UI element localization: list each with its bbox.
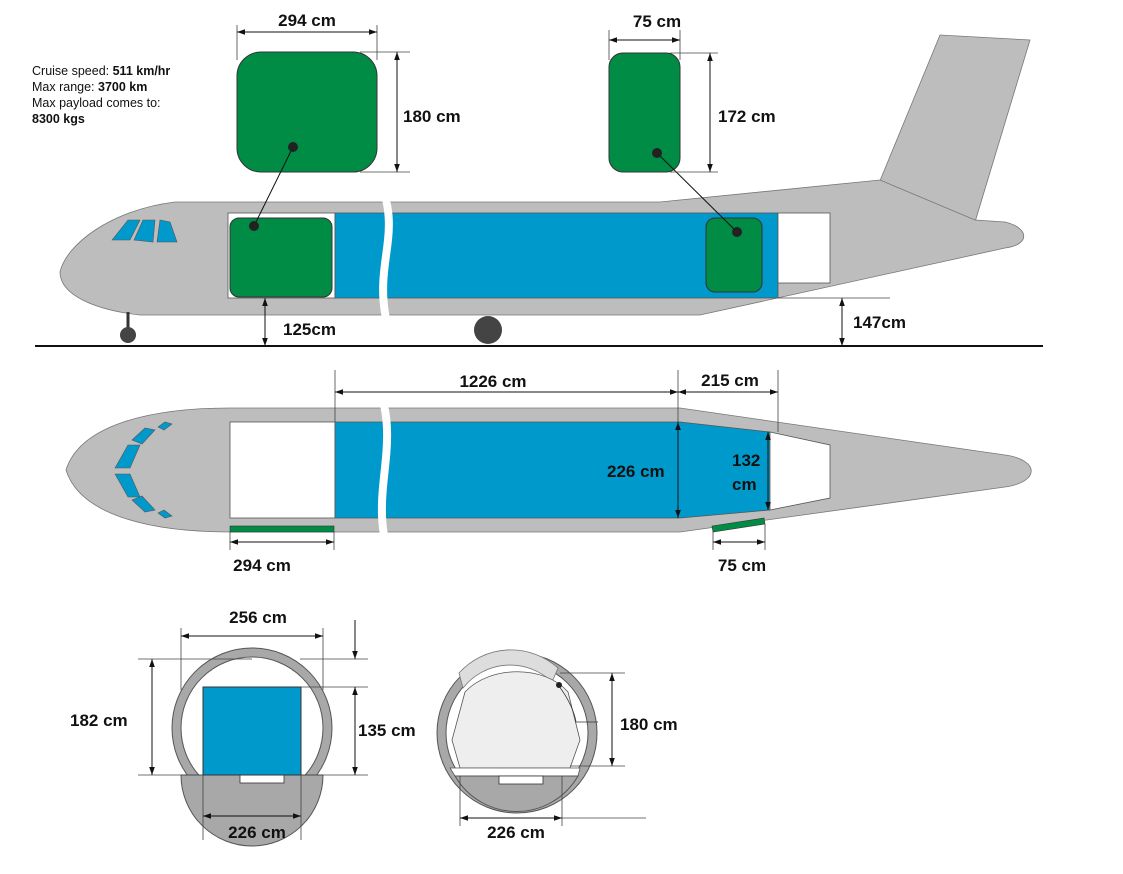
cruise-label: Cruise speed:	[32, 64, 110, 78]
hold-width: 226 cm	[607, 462, 665, 481]
front-container-side	[229, 217, 333, 298]
plan-view: 1226 cm 215 cm 226 cm 132 cm 294 cm 75 c…	[65, 370, 1032, 575]
section2-height: 180 cm	[620, 715, 678, 734]
section-container	[202, 686, 302, 776]
section-container-height: 135 cm	[358, 721, 416, 740]
side-view: 294 cm 180 cm 75 cm 172 cm 125cm 147cm	[35, 11, 1043, 347]
rear-container-width: 75 cm	[633, 12, 681, 31]
rear-sill-height: 147cm	[853, 313, 906, 332]
main-wheel	[474, 316, 502, 344]
cargo-hold-side	[334, 212, 779, 299]
cruise-value: 511 km/hr	[112, 64, 171, 78]
section-height: 182 cm	[70, 711, 128, 730]
front-door-marker	[229, 525, 335, 533]
cross-section-container: 256 cm 182 cm 135 cm 226 cm	[70, 608, 416, 847]
front-sill-height: 125cm	[283, 320, 336, 339]
payload-label: Max payload comes to:	[32, 96, 161, 110]
rear-container	[608, 52, 681, 173]
break-line	[379, 200, 393, 318]
range-value: 3700 km	[98, 80, 148, 94]
rear-hold-length: 215 cm	[701, 371, 759, 390]
rear-door-plan-width: 75 cm	[718, 556, 766, 575]
rear-door-opening	[777, 212, 831, 284]
front-door-plan-width: 294 cm	[233, 556, 291, 575]
front-container	[236, 51, 378, 173]
plan-cockpit-windows	[114, 421, 173, 519]
section2-floor-width: 226 cm	[487, 823, 545, 842]
front-container-height: 180 cm	[403, 107, 461, 126]
front-container-width: 294 cm	[278, 11, 336, 30]
rear-width-value: 132	[732, 451, 760, 470]
section-top-width: 256 cm	[229, 608, 287, 627]
front-door-plan	[229, 421, 336, 519]
cockpit-windows	[111, 219, 178, 243]
rear-container-height: 172 cm	[718, 107, 776, 126]
payload-value: 8300 kgs	[32, 112, 85, 126]
aircraft-specs: Cruise speed: 511 km/hr Max range: 3700 …	[32, 63, 170, 127]
cross-section-empty: 180 cm 226 cm	[436, 649, 678, 842]
range-label: Max range:	[32, 80, 95, 94]
section-floor-width: 226 cm	[228, 823, 286, 842]
nose-wheel	[120, 327, 136, 343]
rear-width-unit: cm	[732, 475, 757, 494]
hold-length: 1226 cm	[459, 372, 526, 391]
rear-area-plan	[769, 431, 831, 511]
rear-container-side	[705, 217, 763, 293]
cargo-hold-plan	[334, 421, 771, 519]
